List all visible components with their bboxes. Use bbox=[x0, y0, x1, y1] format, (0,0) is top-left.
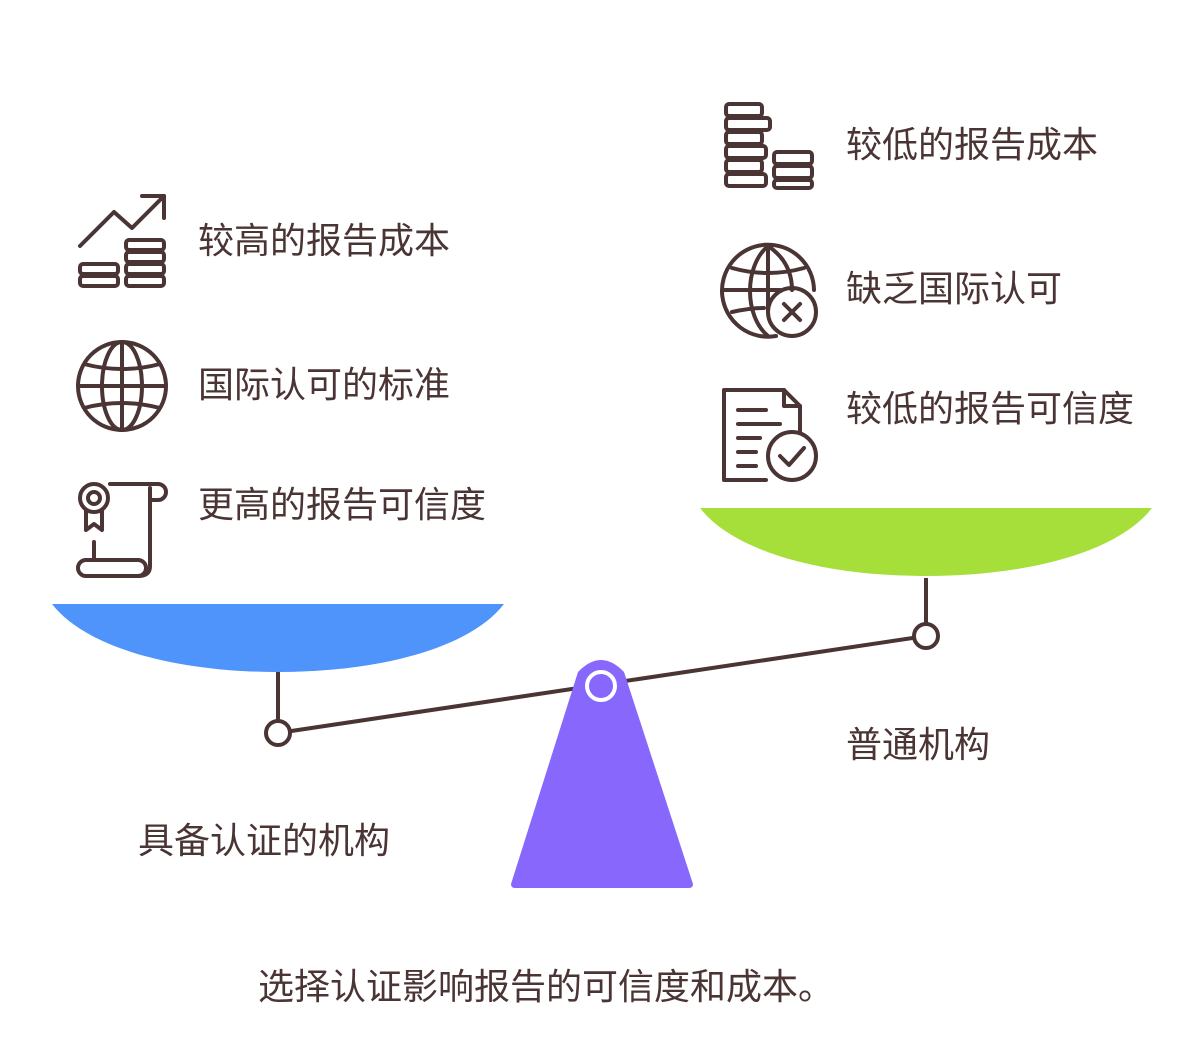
certificate-icon bbox=[76, 480, 172, 580]
right-item-1-label: 较低的报告成本 bbox=[846, 125, 1099, 166]
left-category-label: 具备认证的机构 bbox=[138, 821, 391, 862]
right-pan bbox=[700, 508, 1152, 576]
rising-cost-icon bbox=[76, 192, 172, 290]
left-item-2-label: 国际认可的标准 bbox=[198, 365, 451, 406]
pivot bbox=[585, 670, 617, 702]
right-item-3-label: 较低的报告可信度 bbox=[846, 389, 1135, 430]
caption: 选择认证影响报告的可信度和成本。 bbox=[258, 967, 835, 1008]
coin-stacks-icon bbox=[722, 100, 818, 192]
right-item-2-label: 缺乏国际认可 bbox=[846, 269, 1063, 310]
right-joint bbox=[912, 622, 940, 650]
left-pan bbox=[52, 604, 504, 672]
left-item-3-label: 更高的报告可信度 bbox=[198, 485, 487, 526]
right-category-label: 普通机构 bbox=[846, 725, 991, 766]
globe-icon bbox=[74, 338, 170, 434]
document-check-icon bbox=[720, 386, 820, 484]
left-joint bbox=[264, 719, 292, 747]
globe-x-icon bbox=[720, 242, 820, 340]
left-item-1-label: 较高的报告成本 bbox=[198, 221, 451, 262]
fulcrum bbox=[511, 660, 693, 888]
